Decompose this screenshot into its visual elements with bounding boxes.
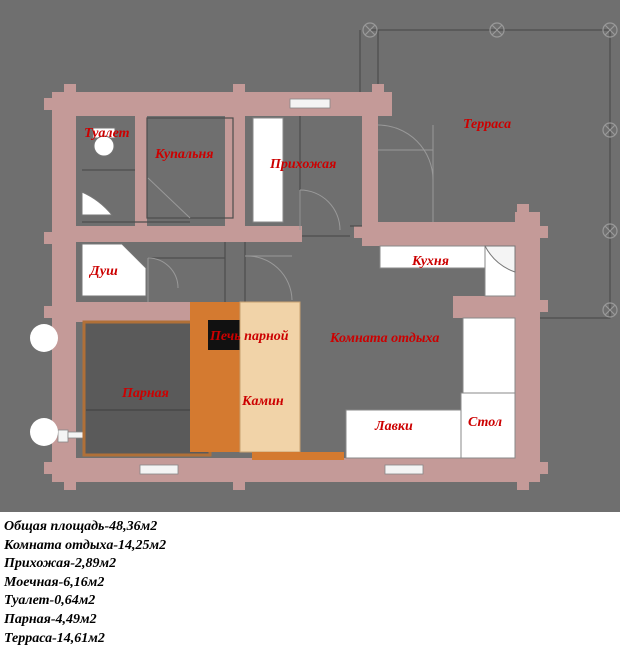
- fireplace-floor: [239, 301, 301, 453]
- post-2: [30, 418, 58, 446]
- corner-sink: [81, 191, 114, 216]
- label-hallway: Прихожая: [269, 157, 336, 172]
- post-1: [30, 324, 58, 352]
- floor-plan: Туалет Купальня Прихожая Терраса Кухня Д…: [0, 0, 620, 512]
- legend-item-total-area: Общая площадь-48,36м2: [4, 519, 158, 534]
- hallway-cabinet: [252, 117, 284, 223]
- legend-item-rest-room: Комната отдыха-14,25м2: [4, 537, 167, 553]
- legend-item-toilet: Туалет-0,64м2: [4, 593, 96, 609]
- terrace-posts: [362, 22, 618, 318]
- label-benches: Лавки: [374, 419, 413, 434]
- wall-corners: [44, 84, 548, 490]
- legend-item-hallway: Прихожая-2,89м2: [4, 556, 117, 572]
- label-shower: Душ: [88, 264, 118, 279]
- label-bathing: Купальня: [154, 147, 213, 162]
- toilet-fixture: [92, 127, 116, 157]
- doors: [147, 124, 434, 302]
- label-table: Стол: [468, 415, 502, 430]
- legend-item-steam-room: Парная-4,49м2: [4, 611, 97, 627]
- label-fireplace: Камин: [241, 394, 284, 409]
- walls: [52, 92, 540, 482]
- bench-side: [462, 317, 516, 394]
- kitchen-sink: [484, 245, 516, 273]
- area-legend: Общая площадь-48,36м2 Комната отдыха-14,…: [4, 518, 616, 648]
- legend-item-terrace: Терраса-14,61м2: [4, 630, 105, 646]
- label-rest-room: Комната отдыха: [329, 331, 439, 346]
- label-steam-room: Парная: [121, 386, 169, 401]
- table: [460, 392, 516, 459]
- shower-tray: [81, 243, 147, 297]
- bench-long: [345, 409, 462, 459]
- label-kitchen: Кухня: [411, 254, 449, 269]
- label-terrace: Терраса: [463, 117, 511, 132]
- fireplace-hearth: [252, 452, 344, 460]
- windows: [57, 98, 424, 475]
- label-stove: Печь парной: [209, 329, 289, 344]
- label-toilet: Туалет: [84, 126, 130, 141]
- legend-item-washroom: Моечная-6,16м2: [4, 574, 105, 590]
